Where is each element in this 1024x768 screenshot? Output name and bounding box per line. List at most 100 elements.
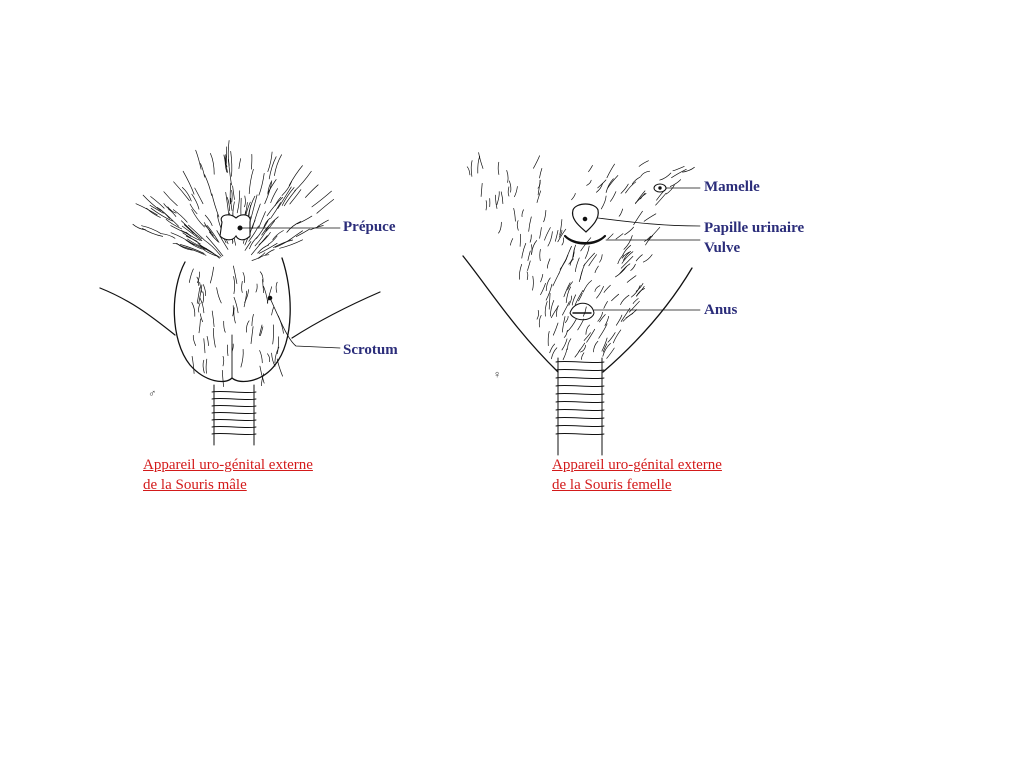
fur-stroke (204, 174, 212, 196)
tail-ring (211, 404, 257, 408)
fur-stroke (619, 263, 631, 274)
fur-stroke (536, 190, 542, 203)
fur-stroke (266, 197, 284, 217)
fur-stroke (544, 301, 548, 317)
fur-stroke (233, 307, 236, 324)
fur-stroke (612, 329, 622, 344)
fur-stroke (241, 280, 243, 293)
fur-stroke (631, 176, 641, 185)
fur-stroke (640, 193, 647, 200)
fur-stroke (216, 287, 222, 304)
fur-stroke (596, 286, 604, 299)
fur-stroke (204, 224, 214, 237)
fur-stroke (643, 213, 657, 222)
fur-stroke (563, 282, 571, 298)
fur-stroke (142, 194, 161, 211)
fur-stroke (273, 239, 294, 248)
fur-stroke (198, 318, 201, 334)
fur-stroke (189, 203, 198, 215)
fur-stroke (620, 294, 630, 305)
fur-stroke (582, 280, 592, 293)
fur-stroke (250, 194, 258, 220)
fur-stroke (497, 161, 500, 175)
fur-stroke (202, 359, 205, 374)
fur-stroke (598, 323, 608, 339)
fur-stroke (528, 216, 532, 232)
fur-stroke (568, 251, 575, 265)
tail-ring (555, 400, 605, 404)
fur-stroke (617, 254, 624, 265)
fur-stroke (268, 156, 277, 180)
fur-stroke (168, 208, 177, 217)
fur-stroke (195, 149, 202, 170)
fur-stroke (243, 290, 248, 308)
fur-stroke (283, 189, 297, 207)
fur-stroke (606, 163, 615, 179)
fur-stroke (529, 234, 532, 243)
fur-stroke (526, 271, 529, 281)
fur-stroke (182, 170, 195, 195)
fur-stroke (188, 268, 194, 283)
fur-stroke (571, 192, 576, 201)
female-body-right (602, 267, 693, 373)
label-papille-urinaire: Papille urinaire (704, 220, 805, 236)
fur-stroke (272, 324, 274, 345)
fur-stroke (180, 244, 205, 254)
fur-stroke (258, 211, 266, 229)
male-caption: Appareil uro-génital externe de la Souri… (143, 455, 313, 495)
fur-stroke (630, 263, 636, 271)
fur-stroke (211, 193, 220, 218)
fur-stroke (551, 347, 558, 360)
female-symbol: ♀ (493, 369, 502, 381)
fur-stroke (233, 265, 238, 284)
fur-stroke (544, 227, 551, 241)
fur-stroke (506, 170, 509, 183)
male-fur-hairs (132, 140, 335, 387)
fur-stroke (625, 181, 637, 194)
fur-stroke (205, 235, 224, 257)
fur-stroke (564, 245, 572, 263)
fur-stroke (222, 355, 225, 367)
fur-stroke (170, 225, 189, 235)
fur-stroke (277, 186, 292, 209)
fur-stroke (640, 170, 651, 177)
tail-ring (555, 408, 605, 412)
fur-stroke (540, 282, 546, 296)
fur-stroke (620, 183, 629, 194)
fur-stroke (199, 297, 205, 314)
fur-stroke (537, 179, 541, 189)
fur-stroke (248, 168, 254, 194)
fur-stroke (198, 284, 203, 305)
label-mamelle: Mamelle (704, 179, 760, 195)
fur-stroke (200, 163, 205, 178)
fur-stroke (558, 229, 563, 238)
female-papille-leader (597, 217, 701, 227)
fur-stroke (191, 209, 205, 228)
male-symbol: ♂ (148, 388, 157, 400)
male-prepuce (219, 214, 251, 241)
fur-stroke (227, 158, 232, 186)
fur-stroke (276, 358, 283, 377)
fur-stroke (495, 194, 498, 209)
fur-stroke (682, 166, 695, 173)
fur-stroke (221, 369, 224, 387)
fur-stroke (203, 338, 206, 354)
fur-stroke (165, 219, 183, 230)
fur-stroke (574, 289, 584, 306)
fur-stroke (223, 320, 226, 333)
fur-stroke (233, 276, 236, 295)
fur-stroke (181, 187, 192, 202)
fur-stroke (259, 271, 264, 283)
fur-stroke (198, 302, 201, 313)
fur-stroke (185, 235, 198, 242)
fur-stroke (230, 197, 233, 211)
fur-stroke (250, 235, 268, 256)
fur-stroke (599, 314, 606, 323)
fur-stroke (316, 199, 335, 214)
fur-stroke (623, 235, 633, 250)
fur-stroke (545, 277, 551, 292)
label-anus: Anus (704, 302, 738, 318)
fur-stroke (258, 254, 270, 259)
fur-stroke (615, 233, 624, 240)
